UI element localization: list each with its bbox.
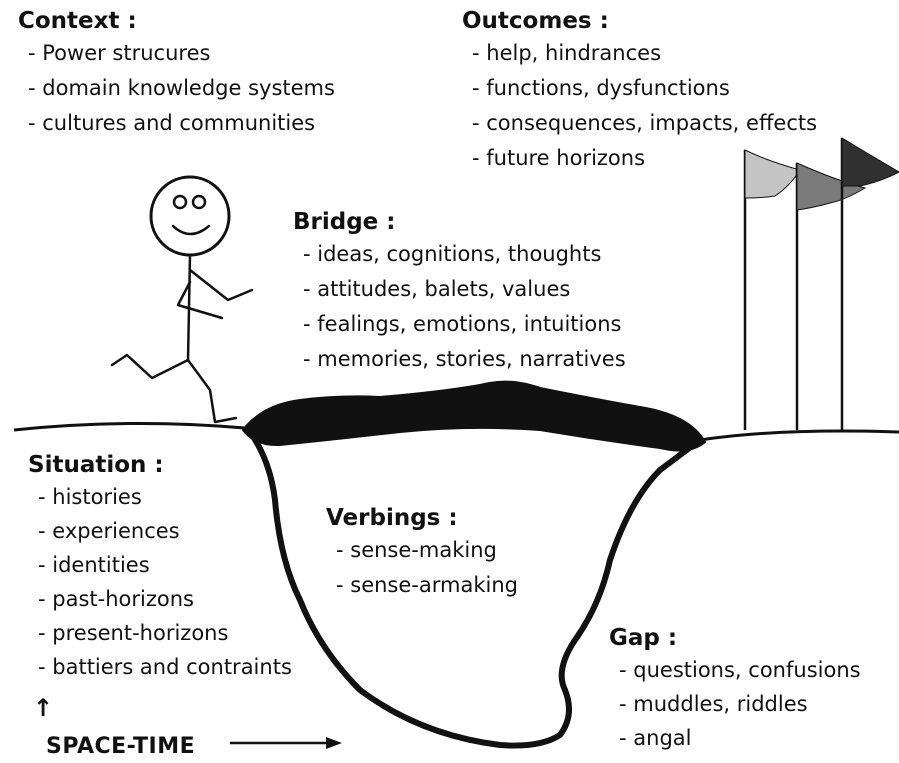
figure-arm-right	[188, 268, 254, 302]
ground-right	[699, 429, 899, 442]
bridge-item: attitudes, balets, values	[303, 272, 626, 307]
bridge-block: Bridge : ideas, cognitions, thoughts att…	[293, 207, 626, 377]
gap-item: questions, confusions	[619, 653, 860, 687]
bridge-item: memories, stories, narratives	[303, 342, 625, 377]
bridge-heading: Bridge :	[293, 209, 396, 235]
outcomes-heading: Outcomes :	[462, 8, 609, 34]
context-block: Context : Power strucures domain knowled…	[18, 6, 335, 141]
verbings-heading: Verbings :	[326, 505, 458, 531]
up-arrow-icon: ↑	[33, 694, 54, 722]
stick-figure	[110, 175, 254, 424]
situation-item: experiences	[38, 514, 292, 548]
bridge-list: ideas, cognitions, thoughts attitudes, b…	[293, 237, 626, 377]
bridge-item: ideas, cognitions, thoughts	[303, 237, 626, 272]
flag-dark	[841, 137, 899, 187]
figure-leg-front	[186, 358, 238, 424]
flags	[743, 137, 899, 430]
figure-head	[149, 175, 231, 257]
context-heading: Context :	[18, 8, 137, 34]
gap-block: Gap : questions, confusions muddles, rid…	[609, 623, 861, 755]
verbings-list: sense-making sense-armaking	[326, 533, 518, 603]
situation-item: identities	[38, 548, 292, 582]
outcomes-item: consequences, impacts, effects	[472, 106, 817, 141]
figure-eye-right	[191, 194, 207, 210]
bridge-item: fealings, emotions, intuitions	[303, 307, 626, 342]
space-time-arrow	[230, 737, 342, 749]
situation-list: histories experiences identities past-ho…	[28, 480, 292, 684]
outcomes-item: future horizons	[472, 141, 817, 176]
figure-arm-left	[176, 280, 224, 320]
outcomes-block: Outcomes : help, hindrances functions, d…	[462, 6, 817, 176]
figure-leg-back	[110, 353, 190, 380]
verbings-item: sense-making	[336, 533, 518, 568]
ground-left	[13, 421, 246, 432]
figure-smile	[171, 224, 211, 236]
situation-item: histories	[38, 480, 292, 514]
outcomes-list: help, hindrances functions, dysfunctions…	[462, 36, 817, 176]
verbings-block: Verbings : sense-making sense-armaking	[326, 503, 518, 603]
situation-item: past-horizons	[38, 582, 292, 616]
context-item: domain knowledge systems	[28, 71, 335, 106]
context-item: Power strucures	[28, 36, 335, 71]
outcomes-item: functions, dysfunctions	[472, 71, 817, 106]
figure-eye-left	[172, 194, 188, 210]
context-item: cultures and communities	[28, 106, 335, 141]
bridge-shape	[241, 380, 707, 452]
space-time-label: SPACE-TIME	[46, 734, 196, 759]
situation-item: battiers and contraints	[38, 650, 292, 684]
gap-heading: Gap :	[609, 625, 678, 651]
situation-item: present-horizons	[38, 616, 292, 650]
gap-list: questions, confusions muddles, riddles a…	[609, 653, 861, 755]
verbings-item: sense-armaking	[336, 568, 518, 603]
outcomes-item: help, hindrances	[472, 36, 817, 71]
situation-block: Situation : histories experiences identi…	[28, 450, 292, 684]
situation-heading: Situation :	[28, 452, 164, 478]
gap-item: muddles, riddles	[619, 687, 861, 721]
context-list: Power strucures domain knowledge systems…	[18, 36, 335, 141]
gap-item: angal	[619, 721, 861, 755]
